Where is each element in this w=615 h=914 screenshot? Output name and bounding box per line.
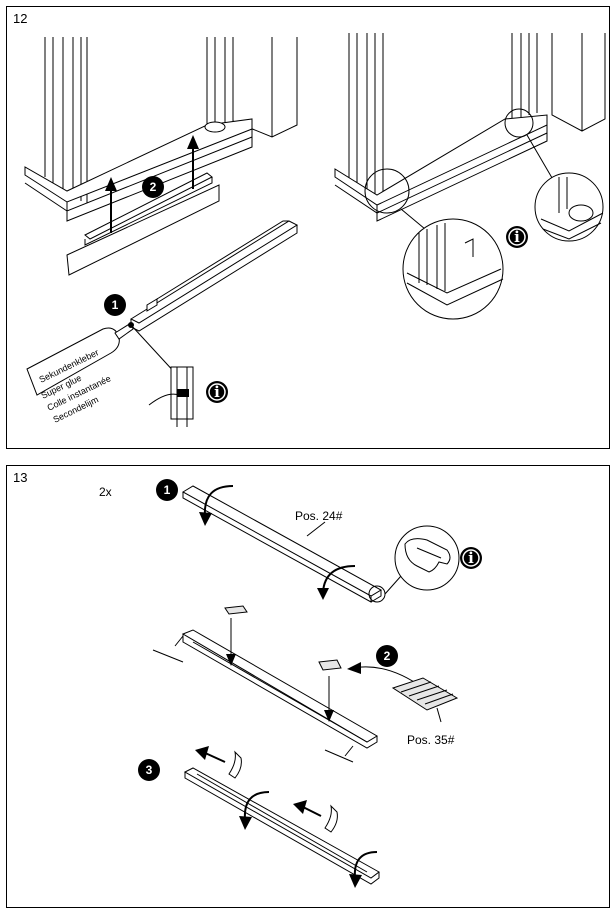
bottom-rail	[129, 220, 299, 332]
part-label-pos-35: Pos. 35#	[407, 733, 455, 747]
svg-text:3: 3	[146, 763, 153, 777]
profile-pos-24	[181, 485, 402, 603]
shower-frame-left	[24, 37, 298, 222]
svg-text:i: i	[468, 549, 474, 567]
info-icon: i	[506, 226, 528, 248]
shower-frame-right	[334, 33, 606, 230]
glue-bottle	[26, 322, 178, 396]
rail-peeling	[183, 746, 380, 888]
svg-text:2: 2	[384, 649, 391, 663]
quantity-label: 2x	[99, 485, 112, 499]
detail-circle-small	[534, 172, 604, 242]
step-badge-1: 1	[104, 294, 126, 316]
clip-detail	[148, 366, 194, 427]
step-badge-2: 2	[376, 645, 398, 667]
step-13-panel: 13 2x Pos. 24# i	[6, 465, 610, 908]
step-badge-3: 3	[138, 759, 160, 781]
detail-circle-profile	[394, 525, 460, 591]
step-12-illustration: Sekundenkleber Super glue Colle instanta…	[24, 33, 606, 427]
rail-with-pads	[152, 605, 459, 763]
svg-text:1: 1	[164, 483, 171, 497]
step-badge-1: 1	[156, 479, 178, 501]
part-label-pos-24: Pos. 24#	[295, 509, 343, 523]
detail-circle-large	[402, 218, 504, 320]
info-icon: i	[206, 381, 228, 403]
step-13-illustration: 2x Pos. 24# i	[99, 479, 482, 888]
lifted-profile	[66, 135, 220, 276]
step-number: 13	[13, 470, 28, 485]
step-number: 12	[13, 11, 28, 26]
svg-text:2: 2	[150, 180, 157, 194]
svg-text:i: i	[514, 228, 520, 246]
step-12-panel: 12	[6, 6, 610, 449]
info-icon: i	[460, 547, 482, 569]
step-badge-2: 2	[142, 176, 164, 198]
svg-text:1: 1	[112, 298, 119, 312]
svg-text:i: i	[214, 383, 220, 401]
